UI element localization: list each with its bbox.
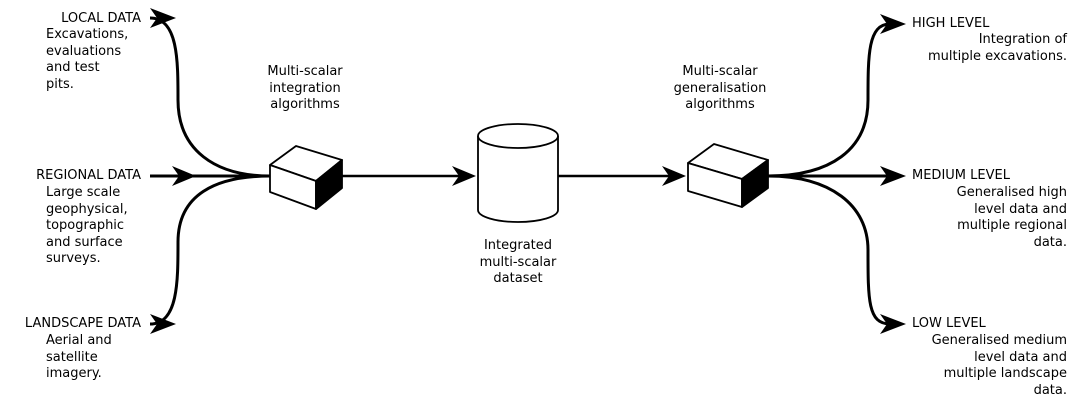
- integration-cube: [269, 145, 343, 210]
- high-level-description: Integration of multiple excavations.: [927, 32, 1067, 64]
- generalisation-cube: [687, 143, 769, 208]
- high-level-arrowhead: [880, 14, 906, 34]
- local-data-description: Excavations, evaluations and test pits.: [46, 27, 129, 92]
- generalisation-algorithms-label: Multi-scalar generalisation algorithms: [673, 64, 767, 112]
- high-level-label: HIGH LEVEL: [912, 16, 990, 31]
- integration-algorithms-label: Multi-scalar integration algorithms: [267, 64, 343, 112]
- local-data-arrowhead: [150, 8, 176, 28]
- regional-data-arrowhead: [172, 166, 196, 186]
- to-generalisation-arrowhead: [662, 166, 686, 186]
- dataset-cylinder: [477, 123, 559, 223]
- landscape-data-flow-line: [149, 174, 271, 326]
- to-dataset-arrowhead: [452, 166, 476, 186]
- medium-level-label: MEDIUM LEVEL: [912, 168, 1010, 183]
- low-level-label: LOW LEVEL: [912, 316, 986, 331]
- landscape-data-label: LANDSCAPE DATA: [24, 316, 141, 331]
- low-level-description: Generalised medium level data and multip…: [931, 333, 1067, 398]
- landscape-data-arrowhead: [150, 314, 176, 334]
- local-data-label: LOCAL DATA: [61, 11, 141, 26]
- regional-data-label: REGIONAL DATA: [36, 168, 141, 183]
- dataset-label: Integrated multi-scalar dataset: [479, 238, 557, 286]
- landscape-data-description: Aerial and satellite imagery.: [46, 333, 112, 381]
- high-level-flow-line: [767, 22, 891, 178]
- medium-level-description: Generalised high level data and multiple…: [956, 185, 1067, 250]
- medium-level-arrowhead: [880, 166, 906, 186]
- local-data-flow-line: [149, 16, 271, 178]
- low-level-flow-line: [767, 174, 891, 326]
- regional-data-description: Large scale geophysical, topographic and…: [46, 185, 128, 266]
- low-level-arrowhead: [880, 314, 906, 334]
